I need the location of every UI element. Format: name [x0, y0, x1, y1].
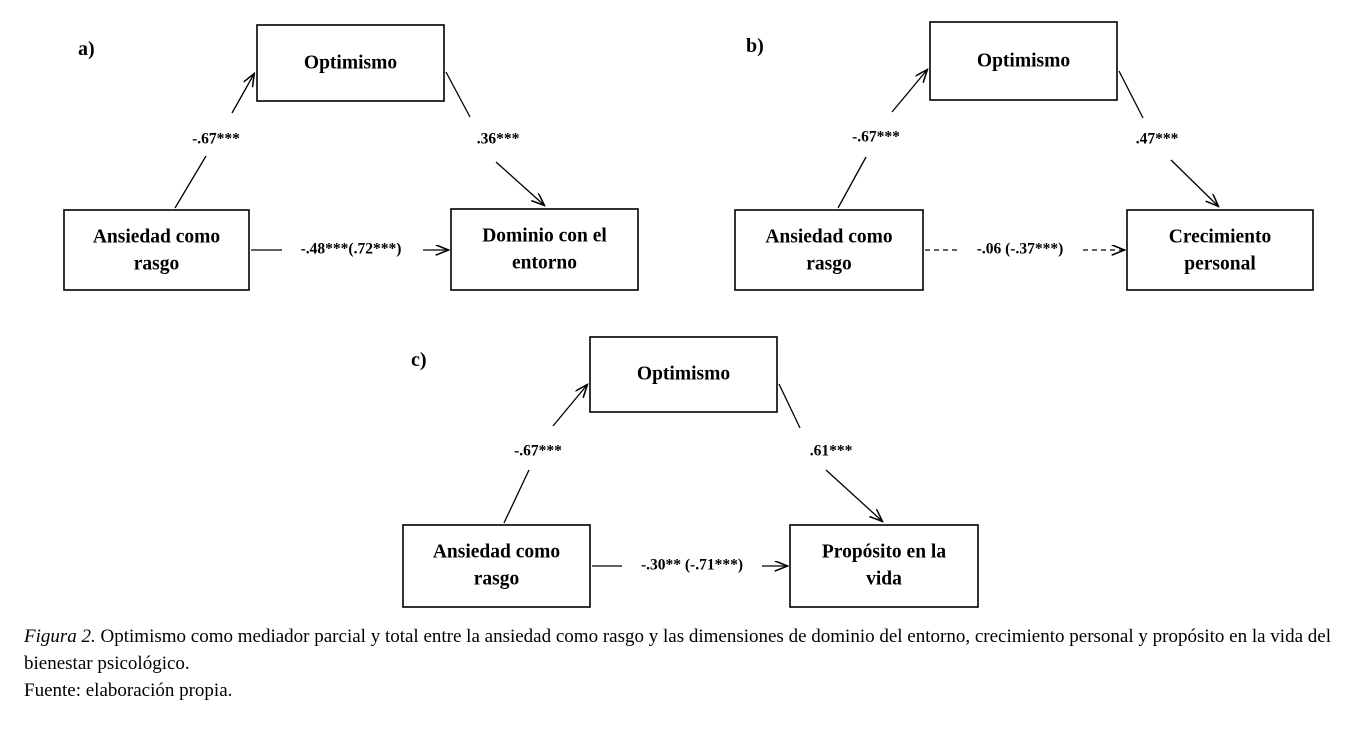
panel-b-path-c-label: -.06 (-.37***)	[977, 241, 1064, 258]
panel-b-outcome-node: Crecimiento personal	[1126, 209, 1314, 291]
panel-a-mediator-label: Optimismo	[304, 52, 397, 73]
panel-a-predictor-label-line1: Ansiedad como	[93, 226, 220, 247]
panel-c-path-a-upper	[552, 385, 587, 427]
panel-b-path-b-lower	[1170, 159, 1218, 206]
panel-b-path-b-label: .47***	[1136, 131, 1179, 148]
panel-a-mediator-node: Optimismo	[256, 24, 445, 102]
figure-number-label: Figura 2.	[24, 626, 96, 647]
panel-c-path-b-lower	[825, 469, 882, 521]
panel-b-path-a-lower	[837, 156, 867, 209]
figure-caption-text: Optimismo como mediador parcial y total …	[24, 626, 1331, 674]
panel-a-path-b-upper	[445, 71, 471, 118]
panel-c-path-a-label: -.67***	[514, 443, 562, 460]
panel-b-tag: b)	[746, 35, 764, 57]
panel-a-outcome-box	[450, 208, 639, 291]
panel-b-predictor-node: Ansiedad como rasgo	[734, 209, 924, 291]
panel-c-predictor-label-line1: Ansiedad como	[433, 541, 560, 562]
panel-b-path-b-upper	[1118, 70, 1144, 119]
panel-b-mediator-node: Optimismo	[929, 21, 1118, 101]
panel-c-path-b-upper	[778, 383, 801, 429]
panel-c-tag: c)	[411, 349, 427, 371]
panel-c-outcome-box	[789, 524, 979, 608]
panel-b-outcome-label-line2: personal	[1184, 253, 1256, 274]
panel-a-predictor-box	[63, 209, 250, 291]
panel-b-predictor-box	[734, 209, 924, 291]
panel-c-outcome-label-line1: Propósito en la	[822, 541, 946, 562]
panel-c-mediator-node: Optimismo	[589, 336, 778, 413]
panel-b-mediator-box	[929, 21, 1118, 101]
panel-c-predictor-node: Ansiedad como rasgo	[402, 524, 591, 608]
panel-c-mediator-label: Optimismo	[637, 363, 730, 384]
panel-a-predictor-label-line2: rasgo	[134, 253, 180, 274]
panel-a-path-b-label: .36***	[477, 131, 520, 148]
figure-caption: Figura 2. Optimismo como mediador parcia…	[24, 624, 1334, 705]
panel-c-outcome-label-line2: vida	[866, 568, 902, 589]
panel-c: c) Optimismo Ansiedad como rasgo Propósi…	[402, 336, 979, 608]
panel-a-path-a-upper	[231, 74, 254, 114]
panel-a-outcome-label-line2: entorno	[512, 252, 577, 273]
figure-source-text: Fuente: elaboración propia.	[24, 679, 233, 701]
mediation-diagram: a) Optimismo Ansiedad como rasgo Dominio…	[63, 21, 1314, 608]
panel-a-tag: a)	[78, 38, 95, 60]
panel-a-path-c-label: -.48***(.72***)	[301, 241, 402, 258]
panel-b-outcome-box	[1126, 209, 1314, 291]
panel-c-predictor-label-line2: rasgo	[474, 568, 520, 589]
panel-a-path-a-label: -.67***	[192, 131, 240, 148]
panel-a-mediator-box	[256, 24, 445, 102]
panel-b-predictor-label-line2: rasgo	[806, 253, 852, 274]
panel-a-outcome-label-line1: Dominio con el	[482, 225, 607, 246]
panel-b-outcome-label-line1: Crecimiento	[1169, 226, 1272, 247]
panel-a-predictor-node: Ansiedad como rasgo	[63, 209, 250, 291]
panel-c-path-b-label: .61***	[810, 443, 853, 460]
panel-a-path-b-lower	[495, 161, 544, 205]
panel-c-path-a-lower	[503, 469, 530, 524]
panel-c-mediator-box	[589, 336, 778, 413]
panel-b-predictor-label-line1: Ansiedad como	[765, 226, 892, 247]
panel-c-predictor-box	[402, 524, 591, 608]
panel-c-outcome-node: Propósito en la vida	[789, 524, 979, 608]
panel-a: a) Optimismo Ansiedad como rasgo Dominio…	[63, 24, 639, 291]
panel-c-path-c-label: -.30** (-.71***)	[641, 557, 743, 574]
panel-a-outcome-node: Dominio con el entorno	[450, 208, 639, 291]
panel-b-mediator-label: Optimismo	[977, 50, 1070, 71]
panel-a-path-a-lower	[174, 155, 207, 209]
panel-b-path-a-label: -.67***	[852, 129, 900, 146]
panel-b-path-a-upper	[891, 70, 927, 113]
panel-b: b) Optimismo Ansiedad como rasgo Crecimi…	[734, 21, 1314, 291]
